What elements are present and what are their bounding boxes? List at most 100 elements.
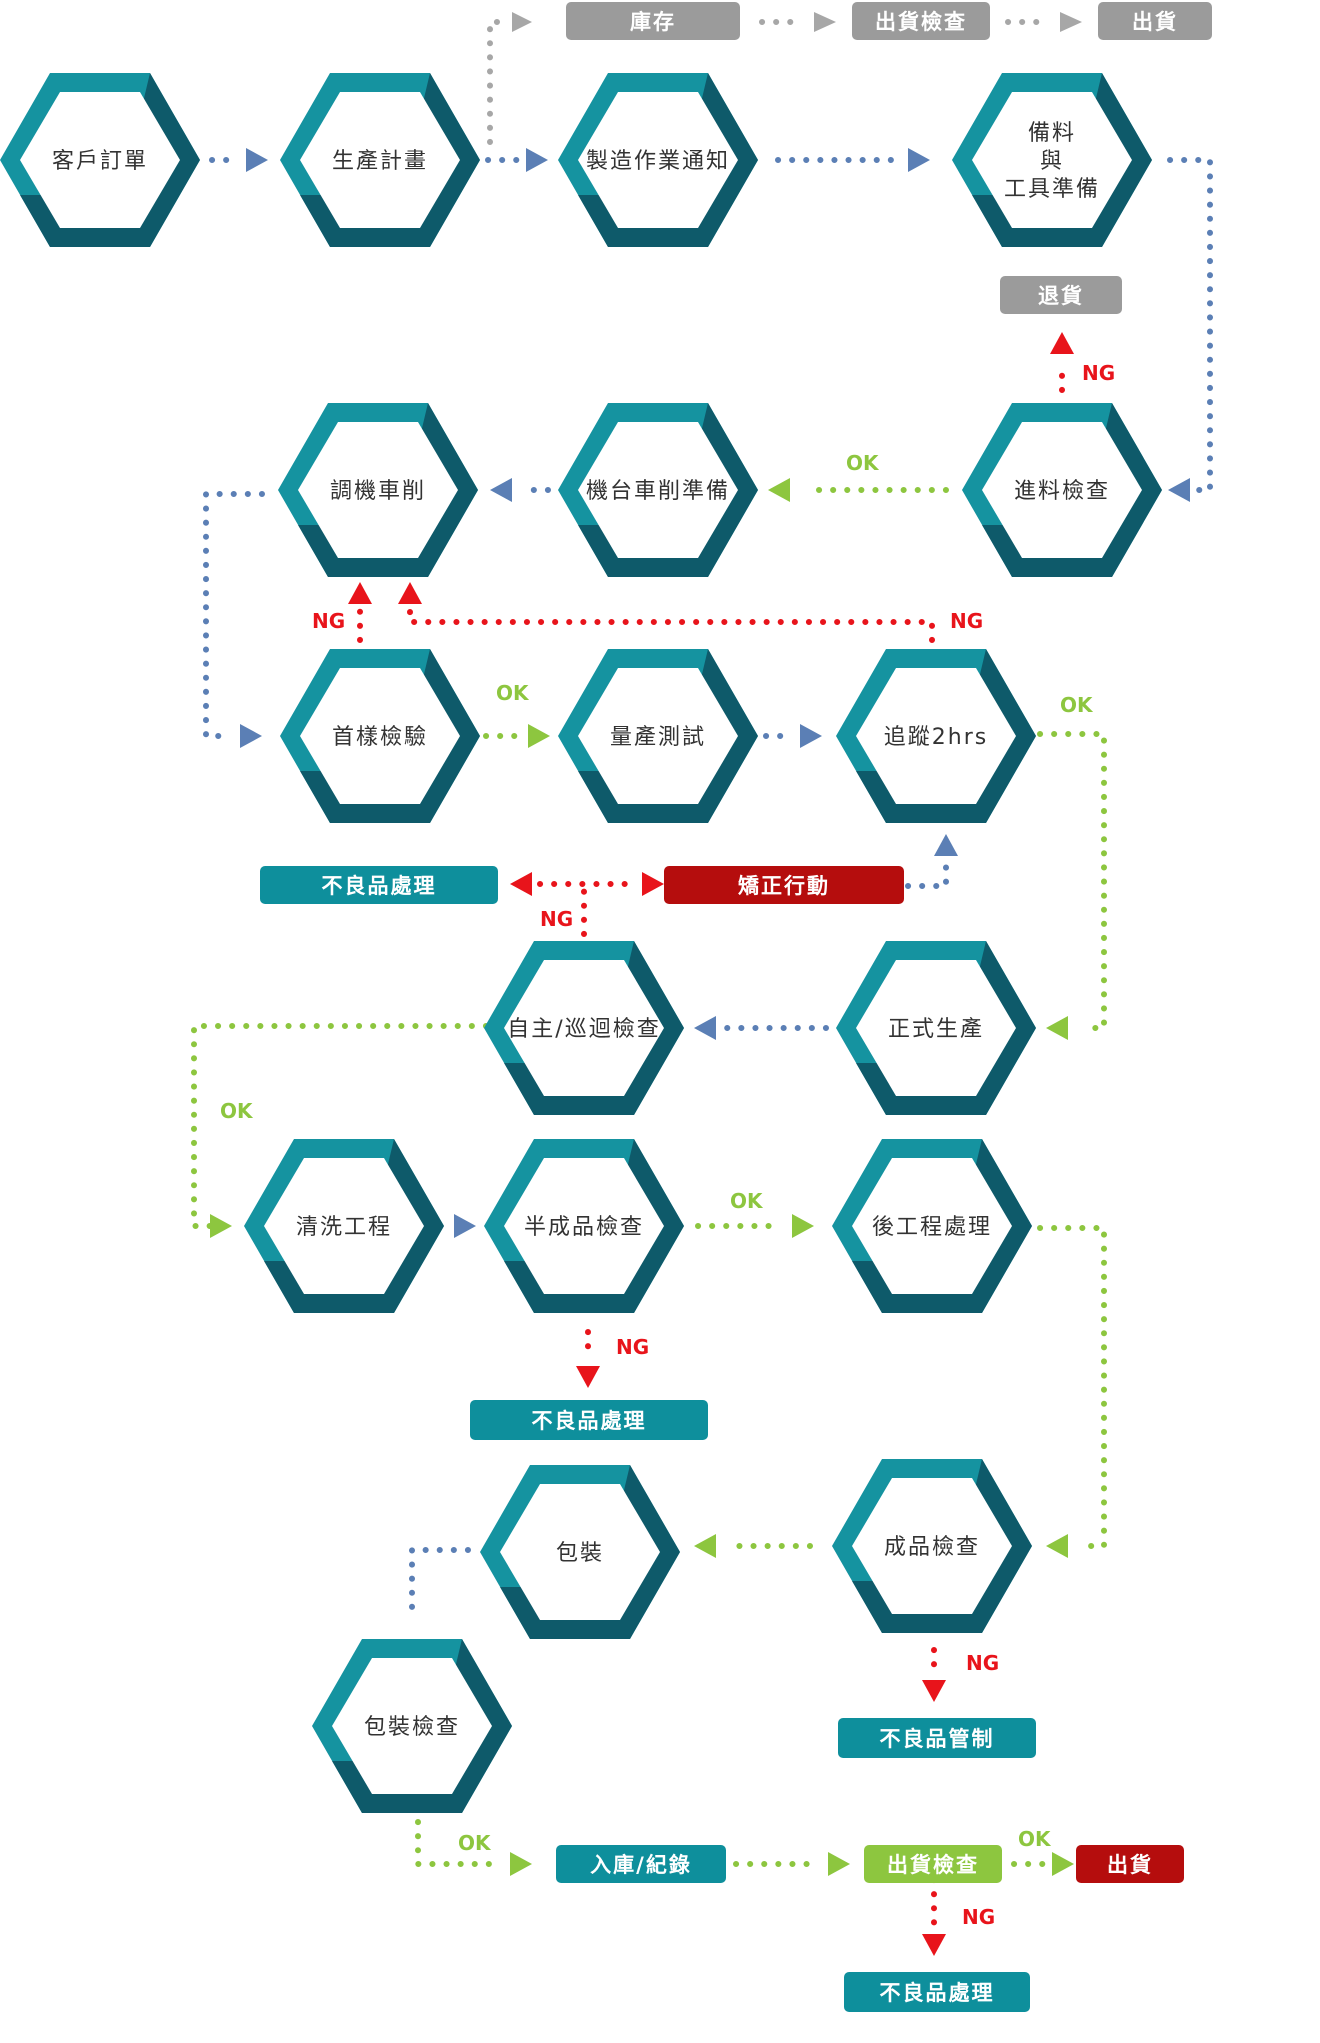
arrow-icon [800,724,822,748]
process-nodes: 客戶訂單 生產計畫 製造作業通知 備料 與 工具準備 進料檢查 機台車削準備 調… [0,73,1162,1813]
node-label: 進料檢查 [1014,479,1110,504]
node-cleaning: 清洗工程 [244,1139,444,1313]
arrow-icon [240,724,262,748]
arrow-icon [934,834,958,856]
ok-tag: OK [730,1189,764,1213]
node-label: 包裝檢查 [364,1715,460,1740]
node-post-process: 後工程處理 [832,1139,1032,1313]
ng-tag: NG [1082,361,1115,385]
node-label: 成品檢查 [884,1535,980,1560]
flow-tracking-ng [407,607,935,643]
node-work-order: 製造作業通知 [558,73,758,247]
box-defect-handling-3: 不良品處理 [844,1972,1030,2012]
node-final-inspection: 成品檢查 [832,1459,1032,1633]
node-label: 追蹤2hrs [884,725,988,750]
flow-patrol-ok [191,1023,489,1229]
box-label: 不良品處理 [322,874,437,898]
arrow-icon [828,1852,850,1876]
arrow-icon [398,582,422,604]
arrow-icon [526,148,548,172]
node-machine-adjust: 調機車削 [278,403,478,577]
node-packing-inspection: 包裝檢查 [312,1639,512,1813]
arrow-icon [512,12,532,32]
ok-tag: OK [1018,1827,1052,1851]
node-tracking: 追蹤2hrs [836,649,1036,823]
arrow-icon [246,148,268,172]
box-inventory: 庫存 [566,2,740,40]
box-label: 出貨檢查 [887,1853,979,1877]
arrow-icon [348,582,372,604]
node-first-article: 首樣檢驗 [280,649,480,823]
node-customer-order: 客戶訂單 [0,73,200,247]
ng-tag: NG [616,1335,649,1359]
ok-tag: OK [458,1831,492,1855]
node-patrol-inspection: 自主/巡迴檢查 [484,941,684,1115]
node-label-line2: 與 [1040,149,1064,174]
box-label: 出貨 [1107,1853,1153,1877]
node-label: 機台車削準備 [586,479,730,504]
arrow-icon [510,1852,532,1876]
node-label: 首樣檢驗 [332,725,428,750]
arrow-icon [1060,12,1082,32]
arrow-icon [490,478,512,502]
node-formal-production: 正式生產 [836,941,1036,1115]
arrow-icon [814,12,836,32]
arrow-icon [1046,1016,1068,1040]
node-label: 生產計畫 [332,149,428,174]
box-ship-top: 出貨 [1098,2,1212,40]
arrow-icon [922,1680,946,1702]
arrow-icon [510,872,532,896]
box-return: 退貨 [1000,276,1122,314]
node-label: 客戶訂單 [52,149,148,174]
arrow-icon [1050,332,1074,354]
arrow-icon [210,1214,232,1238]
arrow-icon [528,724,550,748]
box-label: 不良品處理 [532,1409,647,1433]
connectors [191,12,1213,1956]
arrow-icon [908,148,930,172]
node-production-plan: 生產計畫 [280,73,480,247]
box-label: 入庫/紀錄 [590,1853,692,1877]
arrow-icon [1052,1852,1074,1876]
node-incoming-inspection: 進料檢查 [962,403,1162,577]
node-materials-tools: 備料 與 工具準備 [952,73,1152,247]
box-ship-bottom: 出貨 [1076,1845,1184,1883]
flow-materials-to-incoming [1167,157,1213,493]
arrow-icon [1168,478,1190,502]
arrow-icon [642,872,664,896]
flow-post-to-final [1037,1225,1107,1549]
flow-adjust-to-first [203,491,265,739]
box-label: 不良品管制 [880,1727,995,1751]
flow-tracking-ok [1037,731,1107,1031]
node-label-line1: 備料 [1028,121,1076,146]
ok-tag: OK [496,681,530,705]
node-label: 包裝 [556,1541,604,1566]
ng-tag: NG [950,609,983,633]
status-boxes: 庫存 出貨檢查 出貨 退貨 不良品處理 矯正行動 不良品處理 不良品管制 [260,2,1212,2012]
node-label: 自主/巡迴檢查 [507,1017,660,1042]
node-label: 後工程處理 [872,1215,992,1240]
ok-tag: OK [220,1099,254,1123]
arrow-icon [694,1016,716,1040]
flow-corrective-to-tracking [905,861,949,889]
flow-packing-to-inspection [409,1547,471,1617]
ok-tag: OK [846,451,880,475]
arrow-icon [1046,1534,1068,1558]
box-storage: 入庫/紀錄 [556,1845,726,1883]
flow-packing-ok [415,1819,499,1867]
ok-tag: OK [1060,693,1094,717]
ng-tag: NG [966,1651,999,1675]
node-label-line3: 工具準備 [1004,177,1100,202]
arrow-icon [922,1934,946,1956]
ng-tag: NG [540,907,573,931]
node-label: 調機車削 [330,479,426,504]
ng-tag: NG [312,609,345,633]
node-mass-test: 量產測試 [558,649,758,823]
ng-tag: NG [962,1905,995,1929]
flow-plan-to-inventory [487,19,507,145]
box-defect-handling-2: 不良品處理 [470,1400,708,1440]
arrow-icon [576,1366,600,1388]
box-defect-control: 不良品管制 [838,1718,1036,1758]
node-semi-inspection: 半成品檢查 [484,1139,684,1313]
